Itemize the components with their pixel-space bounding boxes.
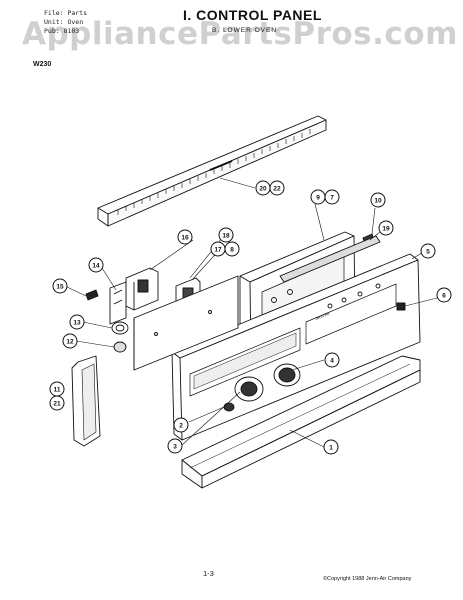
callout-label-19: 19 bbox=[382, 226, 390, 233]
callout-label-2: 2 bbox=[179, 423, 183, 430]
callout-label-21: 21 bbox=[53, 401, 61, 408]
copyright-notice: ©Copyright 1988 Jenn-Air Company bbox=[323, 576, 412, 582]
callout-label-6: 6 bbox=[442, 293, 446, 300]
glass-lens bbox=[71, 355, 101, 447]
callout-label-1: 1 bbox=[329, 445, 333, 452]
callout-17-8: 17 8 bbox=[210, 241, 240, 257]
callout-2: 2 bbox=[173, 417, 189, 433]
callout-18: 18 bbox=[218, 227, 234, 243]
header-meta: File: Parts Unit: Oven Pub: 8103 bbox=[44, 9, 87, 36]
callout-label-12: 12 bbox=[66, 339, 74, 346]
model-number: W230 bbox=[33, 61, 52, 68]
knob-large-left bbox=[234, 376, 264, 402]
meta-line-pub: Pub: 8103 bbox=[44, 27, 80, 35]
callout-label-11: 11 bbox=[54, 387, 61, 394]
page-title: I. CONTROL PANEL bbox=[183, 7, 322, 23]
callout-label-10: 10 bbox=[374, 198, 382, 205]
top-trim-strip bbox=[97, 115, 327, 227]
lower-trim-strip bbox=[181, 355, 421, 489]
callout-3: 3 bbox=[167, 438, 183, 454]
callout-label-15: 15 bbox=[56, 284, 64, 291]
callout-19: 19 bbox=[378, 220, 394, 236]
callout-label-8: 8 bbox=[230, 247, 234, 254]
panel-brand-label: Jenn-Air bbox=[315, 310, 331, 320]
callout-4: 4 bbox=[324, 352, 340, 368]
page-number: 1-3 bbox=[203, 569, 214, 578]
watermark: AppliancePartsPros.com bbox=[22, 16, 458, 52]
callout-label-18: 18 bbox=[222, 233, 230, 240]
callout-6: 6 bbox=[436, 287, 452, 303]
callout-label-14: 14 bbox=[92, 263, 100, 270]
display-window bbox=[279, 235, 381, 283]
callout-label-3: 3 bbox=[173, 444, 177, 451]
callout-label-4: 4 bbox=[330, 358, 334, 365]
callout-label-22: 22 bbox=[273, 186, 281, 193]
callout-14: 14 bbox=[88, 257, 104, 273]
callout-12: 12 bbox=[62, 333, 78, 349]
backplate bbox=[133, 275, 239, 371]
callout-label-17: 17 bbox=[214, 247, 222, 254]
callout-label-13: 13 bbox=[73, 320, 81, 327]
meta-line-unit: Unit: Oven bbox=[44, 18, 84, 26]
callout-label-20: 20 bbox=[259, 186, 267, 193]
page-subtitle: B. LOWER OVEN bbox=[212, 27, 278, 34]
meta-line-file: File: Parts bbox=[44, 9, 88, 17]
callout-20-22: 20 22 bbox=[255, 180, 285, 196]
callout-11-21: 11 21 bbox=[49, 381, 65, 411]
callout-label-7: 7 bbox=[330, 195, 334, 202]
knob-small bbox=[223, 402, 235, 412]
callout-5: 5 bbox=[420, 243, 436, 259]
callout-15: 15 bbox=[52, 278, 68, 294]
bezel-13 bbox=[111, 321, 129, 335]
knob-large-right bbox=[273, 363, 301, 387]
mounting-bracket bbox=[109, 281, 127, 325]
bezel-12 bbox=[113, 341, 127, 353]
callout-16: 16 bbox=[177, 229, 193, 245]
callout-label-5: 5 bbox=[426, 249, 430, 256]
callout-9-7: 9 7 bbox=[310, 189, 340, 205]
callout-label-9: 9 bbox=[316, 195, 320, 202]
right-button bbox=[396, 302, 406, 311]
callout-13: 13 bbox=[69, 314, 85, 330]
callout-1: 1 bbox=[323, 439, 339, 455]
small-part-15 bbox=[85, 289, 99, 301]
callout-label-16: 16 bbox=[181, 235, 189, 242]
callout-10: 10 bbox=[370, 192, 386, 208]
